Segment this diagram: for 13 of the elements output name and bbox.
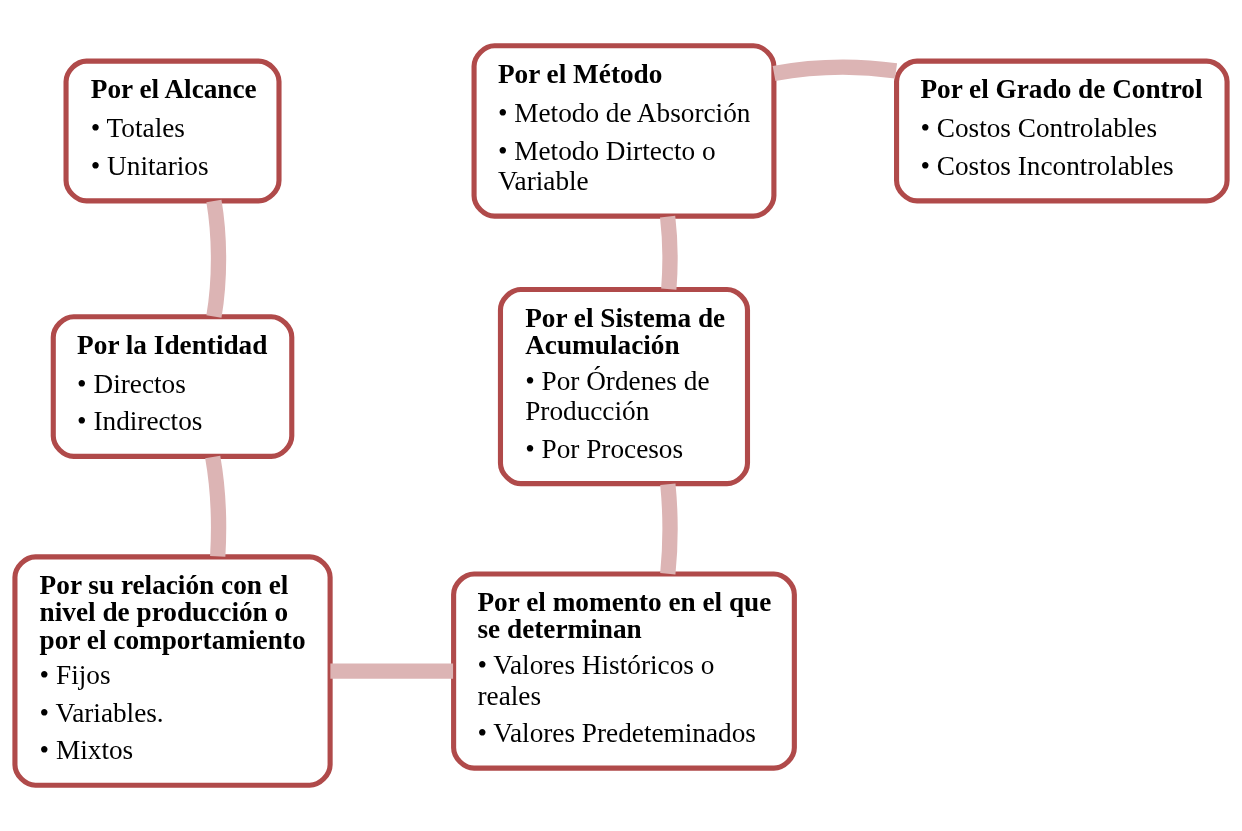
connector — [330, 663, 454, 679]
connector — [660, 215, 678, 290]
node-box: Por el Grado de Control • Costos Controlables • Costos Incontrolables — [894, 58, 1230, 204]
connector — [772, 59, 897, 81]
connector — [205, 455, 227, 557]
node-box: Por el Alcance • Totales • Unitarios — [63, 58, 282, 204]
node-box: Por la Identidad • Directos • Indirectos — [50, 314, 295, 459]
node-box: Por el Método • Metodo de Absorción • Metodo Dirtecto o Variable — [471, 43, 777, 219]
node-box: Por el Sistema de Acumulación • Por Órdenes de Producción • Por Procesos — [497, 286, 751, 487]
node-box: Por su relación con el nivel de producción o por el comportamiento • Fijos • Variables. • Mixtos — [12, 554, 333, 788]
connector — [206, 199, 227, 318]
connector — [660, 483, 678, 575]
node-box: Por el momento en el que se determinan • Valores Históricos o reales • Valores Predeteminados — [451, 571, 797, 771]
